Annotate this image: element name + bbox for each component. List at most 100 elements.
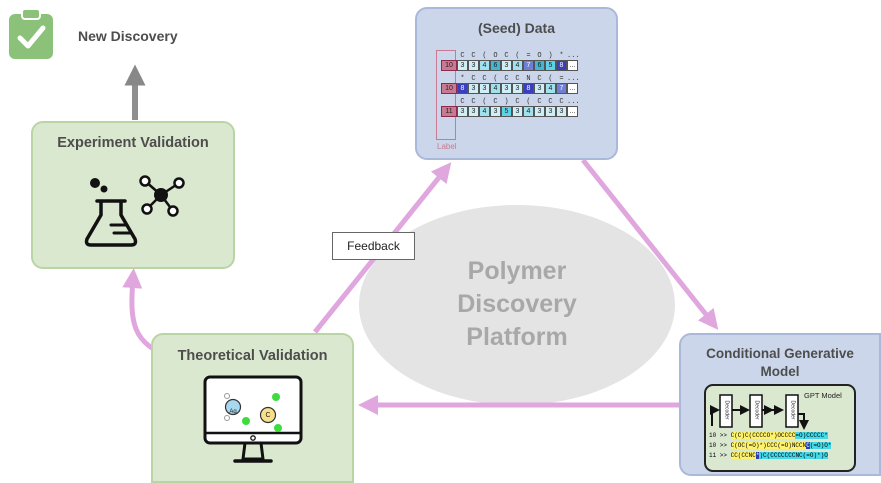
output-prefix: 10 >> <box>709 442 731 449</box>
decoder-label-3: Decoder <box>789 400 796 420</box>
token-char: C <box>504 75 509 83</box>
token-char: C <box>559 98 564 106</box>
token-value-cell: 3 <box>556 106 567 117</box>
token-value-cell: 5 <box>545 60 556 71</box>
token-value-cell: 3 <box>468 106 479 117</box>
token-value-cell: 3 <box>490 106 501 117</box>
token-char: C <box>515 98 520 106</box>
generative-model-title-line1: Conditional Generative <box>706 346 854 361</box>
token-char: * <box>460 75 465 83</box>
token-value-cell: 4 <box>479 106 490 117</box>
output-seg-tail: (=O)O* <box>809 442 832 449</box>
label-caption: Label <box>437 142 457 151</box>
token-value-cell: 3 <box>512 83 523 94</box>
token-char: * <box>559 52 564 60</box>
row-label-cell: 11 <box>441 106 457 117</box>
token-char: C <box>471 98 476 106</box>
token-value-cell: 3 <box>534 106 545 117</box>
clipboard-check-icon <box>8 8 54 60</box>
token-value-cell: 3 <box>545 106 556 117</box>
molecule-icon <box>135 173 185 224</box>
token-value-cell: ... <box>567 106 578 117</box>
token-char: ( <box>548 75 553 83</box>
token-value-cell: 4 <box>479 60 490 71</box>
token-char: C <box>548 98 553 106</box>
output-prefix: 11 >> <box>709 452 731 459</box>
theoretical-validation-title: Theoretical Validation <box>177 348 328 364</box>
token-char: ... <box>567 98 580 106</box>
experiment-validation-box: Experiment Validation <box>31 121 235 269</box>
token-char: ( <box>482 52 487 60</box>
token-char: C <box>460 52 465 60</box>
platform-title: Polymer Discovery Platform <box>417 255 617 354</box>
decoder-label-1: Decoder <box>723 400 730 420</box>
generative-model-title: Conditional Generative Model <box>681 345 879 381</box>
generative-model-title-line2: Model <box>760 364 800 379</box>
output-seg-main: CC(CCNC <box>730 452 756 459</box>
token-value-cell: 3 <box>457 106 468 117</box>
platform-title-line2: Discovery <box>457 290 577 318</box>
row-label-cell: 10 <box>441 83 457 94</box>
generated-smiles-line: 10 >> C(OC(=O)*)CCC(=O)NCCNC(=O)O* <box>709 441 832 451</box>
output-seg-main: C(OC(=O)*)CCC(=O)NCCN <box>730 442 807 449</box>
row-label-cell: 10 <box>441 60 457 71</box>
token-char: C <box>493 98 498 106</box>
token-char: ... <box>567 52 580 60</box>
output-seg-mark: C <box>806 442 810 449</box>
label-column-frame <box>436 50 456 140</box>
platform-title-line3: Platform <box>466 323 568 351</box>
token-value-cell: 7 <box>523 60 534 71</box>
token-value-cell: 8 <box>457 83 468 94</box>
token-char: = <box>559 75 564 83</box>
gpt-model-label: GPT Model <box>804 391 842 400</box>
token-value-cell: 3 <box>468 83 479 94</box>
token-char: C <box>482 75 487 83</box>
token-char: ) <box>504 98 509 106</box>
token-value-cell: 3 <box>479 83 490 94</box>
token-value-cell: 3 <box>512 106 523 117</box>
token-char: ( <box>493 75 498 83</box>
token-char: N <box>526 75 531 83</box>
token-char: O <box>537 52 542 60</box>
output-seg-tail: =O)CCCCC* <box>795 432 828 439</box>
token-char: ... <box>567 75 580 83</box>
output-prefix: 10 >> <box>709 432 731 439</box>
token-value-cell: 4 <box>512 60 523 71</box>
output-seg-tail: )C(CCCCCCCNC(=O)*)O <box>759 452 828 459</box>
token-char: C <box>471 52 476 60</box>
flask-icon <box>83 173 143 253</box>
generated-outputs: 10 >> C(C)C(CCCCO*)OCCCC=O)CCCCC*10 >> C… <box>709 431 832 461</box>
token-char: O <box>493 52 498 60</box>
token-char: ( <box>515 52 520 60</box>
theoretical-validation-box: Theoretical Validation Ag C <box>151 333 354 483</box>
token-char: = <box>526 52 531 60</box>
token-value-cell: 4 <box>523 106 534 117</box>
monitor-icon <box>203 375 303 472</box>
token-value-cell: 7 <box>556 83 567 94</box>
token-char: C <box>471 75 476 83</box>
token-char: C <box>515 75 520 83</box>
token-value-cell: ... <box>567 83 578 94</box>
token-value-cell: 3 <box>534 83 545 94</box>
token-value-cell: 6 <box>490 60 501 71</box>
token-char: ( <box>526 98 531 106</box>
experiment-validation-title: Experiment Validation <box>57 135 209 151</box>
token-char: C <box>504 52 509 60</box>
token-value-cell: 3 <box>501 83 512 94</box>
token-value-cell: 6 <box>534 60 545 71</box>
atom-c-label: C <box>265 412 271 419</box>
token-value-cell: 4 <box>545 83 556 94</box>
generated-smiles-line: 10 >> C(C)C(CCCCO*)OCCCC=O)CCCCC* <box>709 431 831 441</box>
token-char: ( <box>482 98 487 106</box>
